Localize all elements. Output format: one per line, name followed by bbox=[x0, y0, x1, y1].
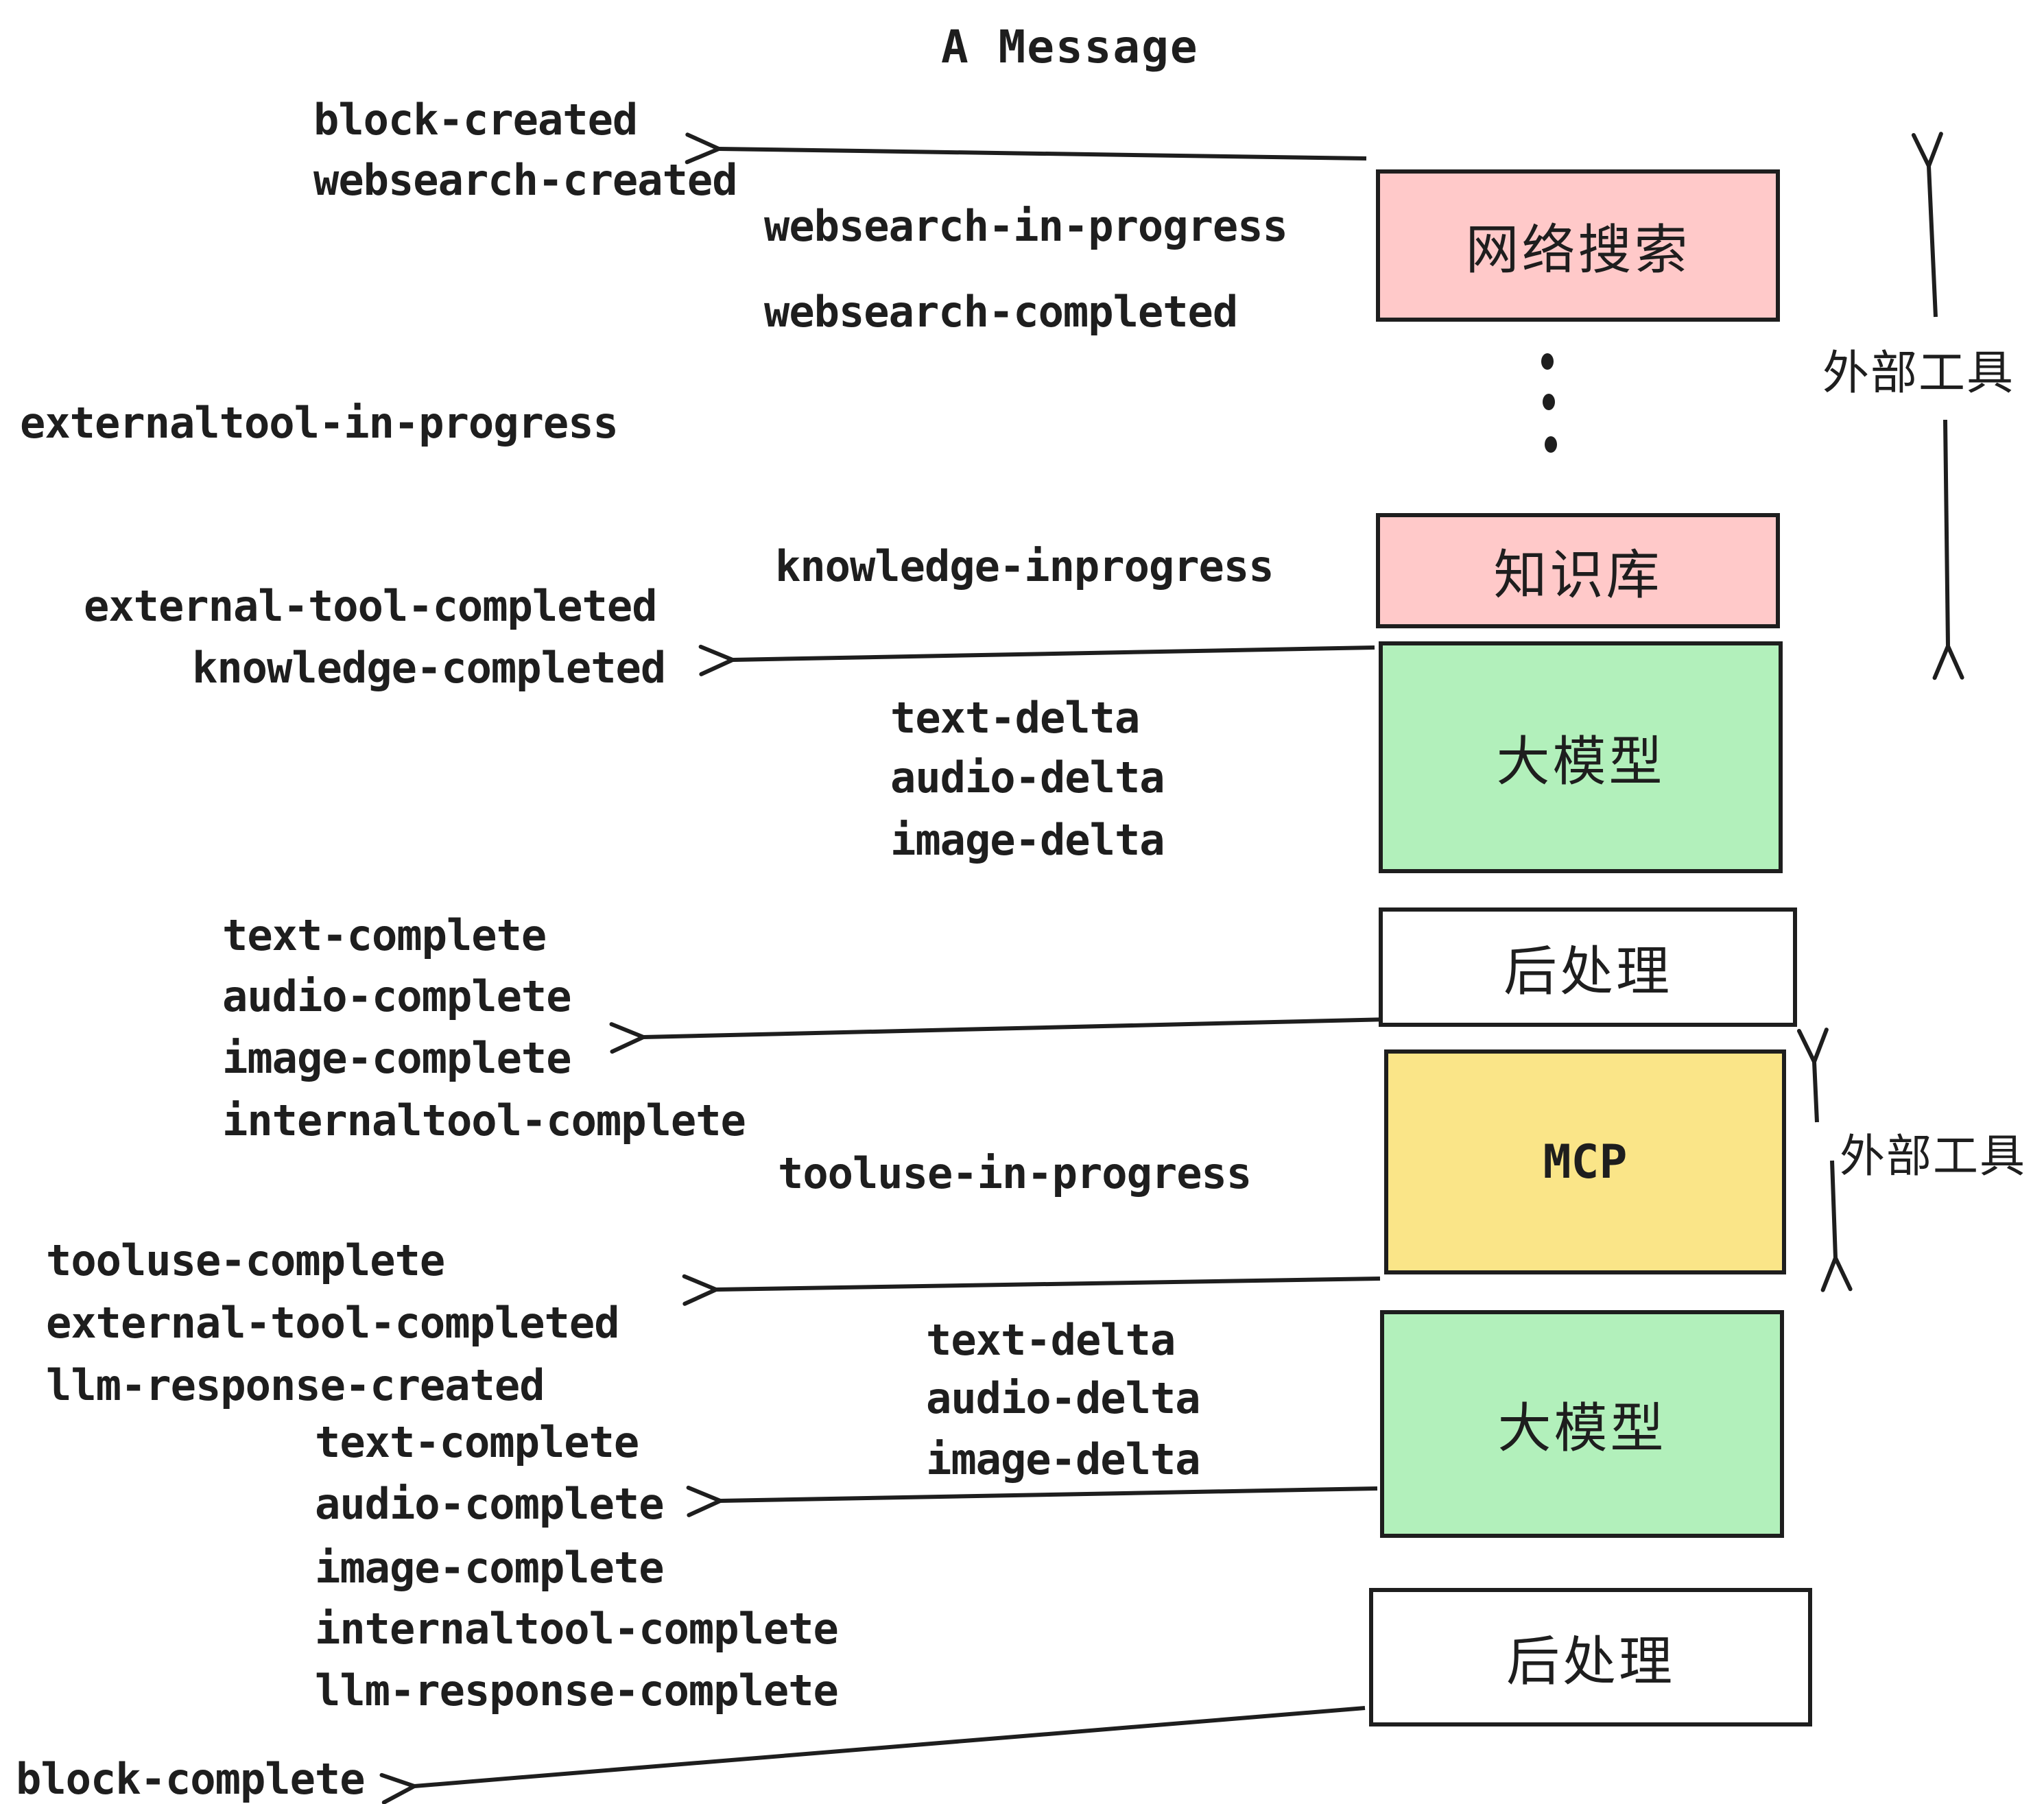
event-label-image-delta-2: image-delta bbox=[926, 1434, 1201, 1484]
event-label-audio-delta-2: audio-delta bbox=[926, 1373, 1201, 1423]
event-label-external-tool-completed-2: external-tool-completed bbox=[46, 1298, 620, 1348]
event-label-block-complete: block-complete bbox=[16, 1754, 366, 1804]
box-llm-bottom-label: 大模型 bbox=[1497, 1398, 1667, 1460]
arrow-audio-complete bbox=[720, 1488, 1378, 1501]
box-postprocess-top-label: 后处理 bbox=[1503, 941, 1672, 1003]
event-label-text-complete: text-complete bbox=[222, 910, 547, 960]
ellipsis-dots bbox=[1541, 353, 1557, 453]
event-label-internaltool-complete-2: internaltool-complete bbox=[315, 1604, 839, 1654]
arrow-block-complete bbox=[414, 1706, 1366, 1786]
event-label-external-tool-completed: external-tool-completed bbox=[84, 581, 658, 631]
external-tools-top-label: 外部工具 bbox=[1822, 346, 2015, 401]
box-knowledge-base-label: 知识库 bbox=[1493, 545, 1663, 606]
event-label-knowledge-completed: knowledge-completed bbox=[192, 643, 666, 693]
event-label-audio-delta: audio-delta bbox=[890, 752, 1165, 803]
event-label-image-complete-2: image-complete bbox=[315, 1543, 665, 1593]
box-llm-top: 大模型 bbox=[1379, 641, 1783, 873]
event-label-internaltool-complete: internaltool-complete bbox=[222, 1095, 746, 1146]
event-label-text-delta-2: text-delta bbox=[926, 1315, 1176, 1365]
event-label-llm-response-complete: llm-response-complete bbox=[315, 1665, 839, 1716]
event-label-audio-complete-2: audio-complete bbox=[315, 1479, 665, 1529]
event-label-image-complete: image-complete bbox=[222, 1033, 572, 1083]
event-label-llm-response-created: llm-response-created bbox=[46, 1360, 545, 1410]
event-label-tooluse-complete: tooluse-complete bbox=[46, 1235, 445, 1285]
arrow-block-created bbox=[719, 149, 1367, 158]
event-label-knowledge-inprogress: knowledge-inprogress bbox=[775, 541, 1274, 591]
arrow-knowledge-completed bbox=[733, 648, 1375, 660]
event-label-websearch-created: websearch-created bbox=[313, 155, 738, 205]
external-tools-top-up-arrow bbox=[1929, 166, 1936, 318]
external-tools-mcp-down-arrow bbox=[1832, 1160, 1835, 1258]
external-tools-mcp-label: 外部工具 bbox=[1840, 1130, 2026, 1183]
event-label-externaltool-in-progress: externaltool-in-progress bbox=[20, 398, 619, 448]
box-mcp: MCP bbox=[1384, 1049, 1786, 1274]
arrow-tooluse-complete bbox=[716, 1279, 1381, 1290]
diagram-title: A Message bbox=[941, 21, 1199, 73]
event-label-text-delta: text-delta bbox=[890, 693, 1140, 743]
box-websearch: 网络搜索 bbox=[1376, 169, 1780, 322]
box-postprocess-bottom: 后处理 bbox=[1369, 1588, 1812, 1726]
external-tools-top-down-arrow bbox=[1945, 419, 1948, 646]
event-label-block-created: block-created bbox=[313, 95, 638, 145]
box-postprocess-bottom-label: 后处理 bbox=[1506, 1631, 1675, 1693]
box-mcp-label: MCP bbox=[1543, 1135, 1628, 1189]
event-label-tooluse-in-progress: tooluse-in-progress bbox=[778, 1148, 1252, 1198]
box-llm-top-label: 大模型 bbox=[1496, 731, 1665, 793]
event-label-websearch-completed: websearch-completed bbox=[764, 287, 1238, 337]
arrow-image-complete bbox=[643, 1017, 1390, 1037]
event-label-websearch-in-progress: websearch-in-progress bbox=[764, 201, 1288, 251]
box-llm-bottom: 大模型 bbox=[1380, 1310, 1784, 1538]
external-tools-mcp-up-arrow bbox=[1814, 1062, 1817, 1123]
event-label-image-delta: image-delta bbox=[890, 815, 1165, 865]
box-knowledge-base: 知识库 bbox=[1376, 513, 1780, 628]
box-websearch-label: 网络搜索 bbox=[1465, 219, 1691, 281]
box-postprocess-top: 后处理 bbox=[1379, 907, 1797, 1027]
event-label-text-complete-2: text-complete bbox=[315, 1417, 639, 1467]
event-label-audio-complete: audio-complete bbox=[222, 971, 572, 1021]
